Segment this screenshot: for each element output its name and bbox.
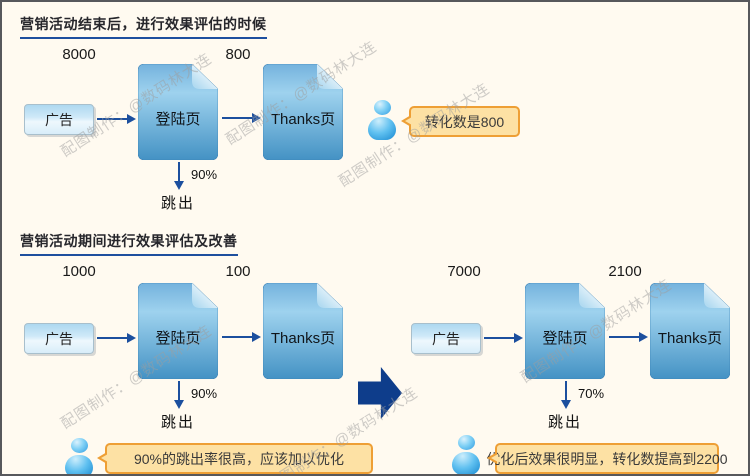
person-head xyxy=(373,100,391,115)
ad-label: 广告 xyxy=(45,330,73,347)
section2-before-conversions-count: 100 xyxy=(225,263,251,280)
comment-text: 转化数是800 xyxy=(424,113,505,130)
arrow-bounce-down xyxy=(174,381,184,409)
bounce-label: 跳出 xyxy=(161,414,196,431)
arrow-ad-to-landing xyxy=(97,114,136,124)
thanks-page-label: Thanks页 xyxy=(657,330,723,347)
page-icon xyxy=(262,282,344,380)
comment-text: 优化后效果很明显，转化数提高到2200 xyxy=(486,450,728,467)
landing-page-label: 登陆页 xyxy=(155,330,201,347)
comment-text: 90%的跳出率很高，应该加以优化 xyxy=(133,450,345,467)
person-body xyxy=(452,452,480,474)
page-icon xyxy=(262,63,344,161)
arrow-landing-to-thanks xyxy=(609,332,648,342)
bounce-rate: 90% xyxy=(191,167,218,182)
arrow-bounce-down xyxy=(561,381,571,409)
analyst-person-icon xyxy=(368,100,396,140)
section2-after-ad-node: 广告 xyxy=(411,323,481,354)
thanks-page-label: Thanks页 xyxy=(270,111,336,128)
thanks-page-label: Thanks页 xyxy=(270,330,336,347)
section1-visits-count: 8000 xyxy=(62,46,96,63)
bounce-label: 跳出 xyxy=(161,195,196,212)
section2-before-landing-page-node: 登陆页 xyxy=(137,282,219,380)
arrow-landing-to-thanks xyxy=(222,332,261,342)
section2-before-thanks-page-node: Thanks页 xyxy=(262,282,344,380)
person-body xyxy=(65,455,93,474)
page-icon xyxy=(524,282,606,380)
arrow-bounce-down xyxy=(174,162,184,190)
section2-after-landing-page-node: 登陆页 xyxy=(524,282,606,380)
arrow-ad-to-landing xyxy=(97,333,136,343)
person-body xyxy=(368,117,396,140)
section2-before-comment-bubble: 90%的跳出率很高，应该加以优化 xyxy=(97,443,373,474)
page-icon xyxy=(137,63,219,161)
arrow-ad-to-landing xyxy=(484,333,523,343)
section2-before-visits-count: 1000 xyxy=(62,263,96,280)
person-head xyxy=(457,435,475,450)
analyst-person-icon xyxy=(65,438,93,474)
section1-thanks-page-node: Thanks页 xyxy=(262,63,344,161)
section2-after-visits-count: 7000 xyxy=(447,263,481,280)
bounce-rate: 70% xyxy=(578,386,605,401)
section1-ad-node: 广告 xyxy=(24,104,94,135)
landing-page-label: 登陆页 xyxy=(155,111,201,128)
section1-comment-bubble: 转化数是800 xyxy=(401,106,520,137)
section2-after-conversions-count: 2100 xyxy=(608,263,642,280)
section2-title: 营销活动期间进行效果评估及改善 xyxy=(20,231,238,256)
section1-conversions-count: 800 xyxy=(225,46,251,63)
section1-landing-page-node: 登陆页 xyxy=(137,63,219,161)
section1-title: 营销活动结束后，进行效果评估的时候 xyxy=(20,14,267,39)
bounce-rate: 90% xyxy=(191,386,218,401)
ad-label: 广告 xyxy=(45,111,73,128)
section2-before-ad-node: 广告 xyxy=(24,323,94,354)
person-head xyxy=(70,438,88,453)
ad-label: 广告 xyxy=(432,330,460,347)
page-icon xyxy=(137,282,219,380)
bounce-label: 跳出 xyxy=(548,414,583,431)
section2-after-comment-bubble: 优化后效果很明显，转化数提高到2200 xyxy=(486,443,728,474)
page-icon xyxy=(649,282,731,380)
arrow-landing-to-thanks xyxy=(222,113,261,123)
analyst-person-icon xyxy=(452,435,480,474)
landing-page-label: 登陆页 xyxy=(542,330,588,347)
improvement-big-arrow-icon xyxy=(358,367,402,419)
section2-after-thanks-page-node: Thanks页 xyxy=(649,282,731,380)
